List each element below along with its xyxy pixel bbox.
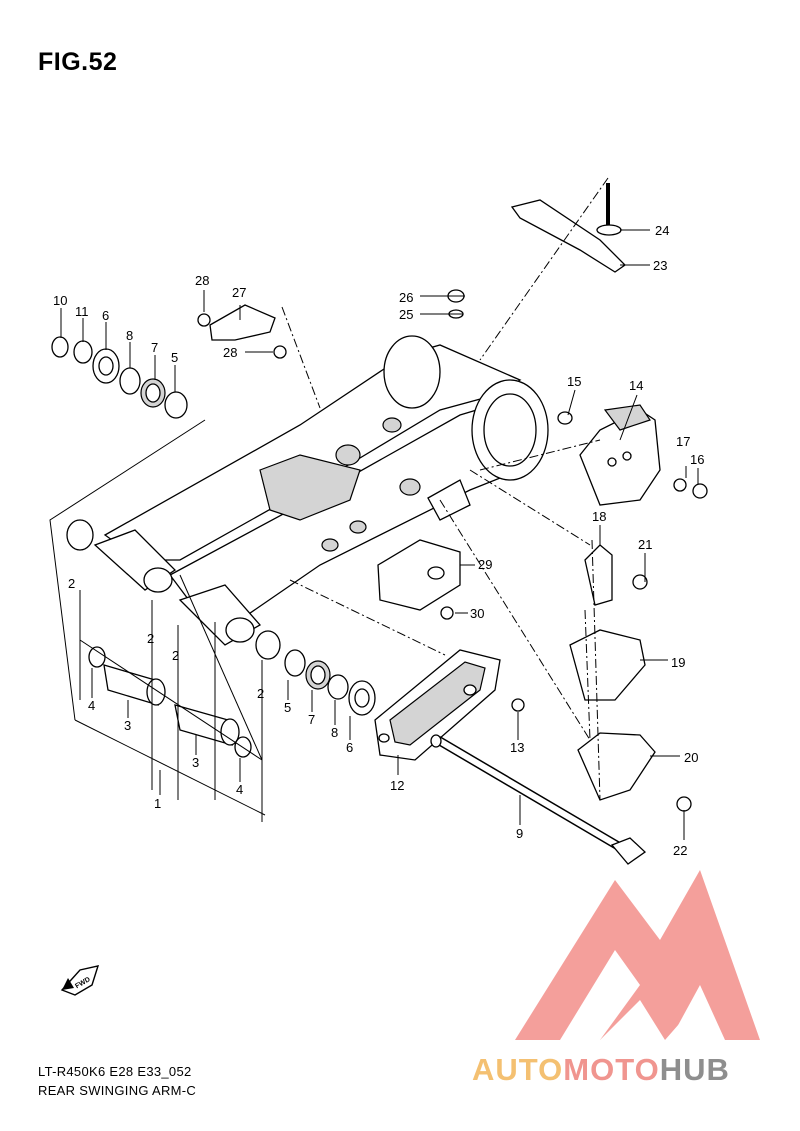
- callout-18: 18: [592, 509, 606, 524]
- callout-11: 11: [75, 304, 89, 319]
- callout-15: 15: [567, 374, 581, 389]
- callout-labels: 1 2 2 2 2 3 3 4 4 5 5 6 6 7 7 8 8 9 10 1…: [53, 223, 704, 858]
- callout-8: 8: [331, 725, 338, 740]
- callout-23: 23: [653, 258, 667, 273]
- small-fasteners: [197, 289, 708, 812]
- callout-21: 21: [638, 537, 652, 552]
- callout-26: 26: [399, 290, 413, 305]
- swing-arm-body: [93, 335, 549, 646]
- callout-3: 3: [192, 755, 199, 770]
- right-bearing-stack: [255, 630, 376, 716]
- alignment-lines: [281, 306, 601, 741]
- watermark-text: AUTOMOTOHUB: [472, 1052, 730, 1088]
- watermark-part-hub: HUB: [659, 1052, 730, 1087]
- figure-caption: REAR SWINGING ARM-C: [38, 1083, 197, 1098]
- shock-brackets: [569, 539, 656, 801]
- watermark-logo: [515, 870, 760, 1040]
- chain-block: [377, 539, 461, 611]
- left-bearing-stack: [51, 336, 188, 551]
- callout-12: 12: [390, 778, 404, 793]
- callout-1: 1: [154, 796, 161, 811]
- callout-24: 24: [655, 223, 669, 238]
- callout-2: 2: [257, 686, 264, 701]
- callout-6: 6: [346, 740, 353, 755]
- callout-3: 3: [124, 718, 131, 733]
- callout-2: 2: [172, 648, 179, 663]
- watermark-part-moto: MOTO: [563, 1052, 660, 1087]
- assembly-lines: [49, 419, 266, 822]
- callout-27: 27: [232, 285, 246, 300]
- callout-20: 20: [684, 750, 698, 765]
- collars-seals: [88, 646, 252, 758]
- callout-10: 10: [53, 293, 67, 308]
- callout-17: 17: [676, 434, 690, 449]
- callout-7: 7: [308, 712, 315, 727]
- callout-28: 28: [223, 345, 237, 360]
- callout-28: 28: [195, 273, 209, 288]
- callout-16: 16: [690, 452, 704, 467]
- callout-29: 29: [478, 557, 492, 572]
- callout-4: 4: [236, 782, 243, 797]
- callout-13: 13: [510, 740, 524, 755]
- pivot-bolt: [430, 734, 647, 865]
- callout-9: 9: [516, 826, 523, 841]
- callout-8: 8: [126, 328, 133, 343]
- chain-guide-assembly: [479, 177, 627, 361]
- callout-5: 5: [171, 350, 178, 365]
- figure-title: FIG.52: [38, 48, 118, 76]
- callout-30: 30: [470, 606, 484, 621]
- callout-5: 5: [284, 700, 291, 715]
- callout-7: 7: [151, 340, 158, 355]
- callout-2: 2: [68, 576, 75, 591]
- callout-4: 4: [88, 698, 95, 713]
- model-code: LT-R450K6 E28 E33_052: [38, 1064, 192, 1079]
- brake-bracket: [579, 404, 661, 506]
- callout-6: 6: [102, 308, 109, 323]
- fwd-arrow-icon: FWD: [60, 965, 100, 996]
- callout-14: 14: [629, 378, 643, 393]
- watermark-part-auto: AUTO: [472, 1052, 564, 1087]
- callout-22: 22: [673, 843, 687, 858]
- callout-2: 2: [147, 631, 154, 646]
- callout-19: 19: [671, 655, 685, 670]
- chain-slider: [374, 649, 501, 761]
- callout-25: 25: [399, 307, 413, 322]
- upper-bracket: [209, 304, 276, 341]
- leader-lines: [60, 229, 699, 840]
